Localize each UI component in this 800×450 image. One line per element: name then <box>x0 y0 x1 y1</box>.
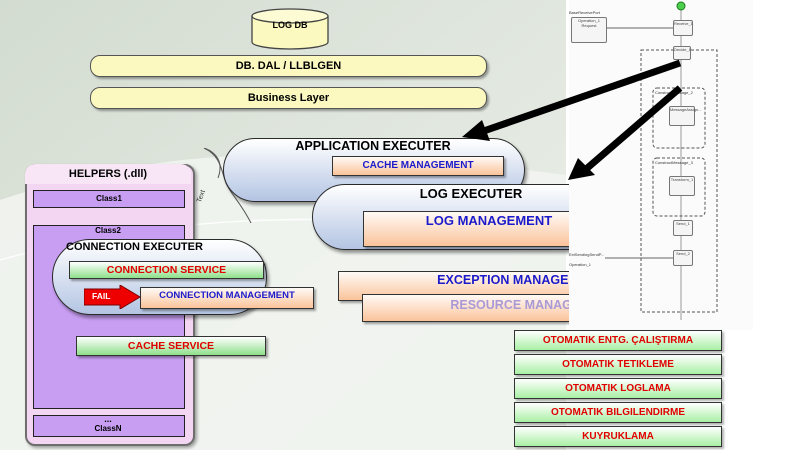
connection-executer-title: CONNECTION EXECUTER <box>66 241 203 253</box>
class1-box: Class1 <box>33 190 185 208</box>
wf-construct-2: ConstructMessage_3 <box>655 160 693 165</box>
automation-item: OTOMATIK BILGILENDIRME <box>514 402 722 423</box>
workflow-panel: BaseReceivePort Operation_1 Request Rece… <box>569 0 753 330</box>
helpers-title: HELPERS (.dll) <box>25 164 191 184</box>
classn-dots: ... <box>104 414 112 424</box>
connection-management-note: CONNECTION MANAGEMENT <box>140 287 314 309</box>
business-layer: Business Layer <box>90 87 487 109</box>
wf-operation-2: Operation_1 <box>569 262 592 267</box>
class2-label: Class2 <box>95 226 121 235</box>
fail-label: FAIL <box>92 291 111 301</box>
automation-item: OTOMATIK LOGLAMA <box>514 378 722 399</box>
classn-box <box>33 415 185 437</box>
cache-service-note: CACHE SERVICE <box>76 336 266 356</box>
wf-port-box: Operation_1 Request <box>571 17 607 43</box>
wf-receive-port: BaseReceivePort <box>569 10 600 15</box>
wf-send-1: Send_1 <box>673 220 693 236</box>
workflow-lines <box>605 1 718 320</box>
connection-service-note: CONNECTION SERVICE <box>69 261 264 279</box>
log-db-label: LOG DB <box>272 20 308 30</box>
dal-layer: DB. DAL / LLBLGEN <box>90 55 487 77</box>
wf-receive-shape: Receive_1 <box>673 20 693 36</box>
automation-item: KUYRUKLAMA <box>514 426 722 447</box>
log-executer-title: LOG EXECUTER <box>419 186 523 201</box>
application-executer-title: APPLICATION EXECUTER <box>295 139 451 153</box>
wf-send-port: ExtSendingSendP... <box>569 252 605 257</box>
wf-operation: Operation_1 <box>577 18 600 23</box>
fail-arrow <box>84 285 141 309</box>
classn-label: ClassN <box>94 424 122 433</box>
automation-item: OTOMATIK ENTG. ÇALIŞTIRMA <box>514 330 722 351</box>
automation-item: OTOMATIK TETIKLEME <box>514 354 722 375</box>
wf-send-2: Send_2 <box>673 250 693 266</box>
log-db-cylinder <box>251 8 329 50</box>
cache-management-note: CACHE MANAGEMENT <box>332 156 504 176</box>
wf-decide-shape: Decide_1 <box>673 46 691 60</box>
wf-request: Request <box>581 23 597 28</box>
wf-transform: Transform_1 <box>669 176 695 196</box>
wf-message-assign: MessageAssign... <box>669 106 702 126</box>
